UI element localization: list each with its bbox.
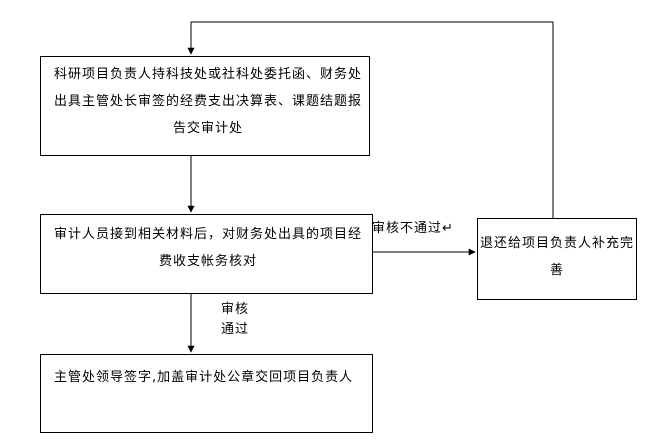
step-submit-materials-text: 科研项目负责人持科技处或社科处委托函、财务处出具主管处长审签的经费支出决算表、课…: [54, 67, 363, 136]
step-return-to-leader-text: 退还给项目负责人补充完善: [480, 236, 635, 278]
label-audit-pass: 审核通过: [220, 302, 249, 337]
step-return-to-leader-box: 退还给项目负责人补充完善: [477, 218, 637, 300]
step-audit-review-text: 审计人员接到相关材料后，对财务处出具的项目经费收支帐务核对: [54, 227, 363, 269]
step-final-sign-text: 主管处领导签字,加盖审计处公章交回项目负责人: [54, 370, 354, 385]
step-audit-review-box: 审计人员接到相关材料后，对财务处出具的项目经费收支帐务核对: [40, 214, 373, 294]
step-submit-materials-box: 科研项目负责人持科技处或社科处委托函、财务处出具主管处长审签的经费支出决算表、课…: [40, 56, 370, 156]
feedback-arrow: [187, 21, 554, 218]
step-final-sign-box: 主管处领导签字,加盖审计处公章交回项目负责人: [40, 354, 373, 433]
label-audit-fail: 审核不通过↵: [372, 221, 454, 236]
